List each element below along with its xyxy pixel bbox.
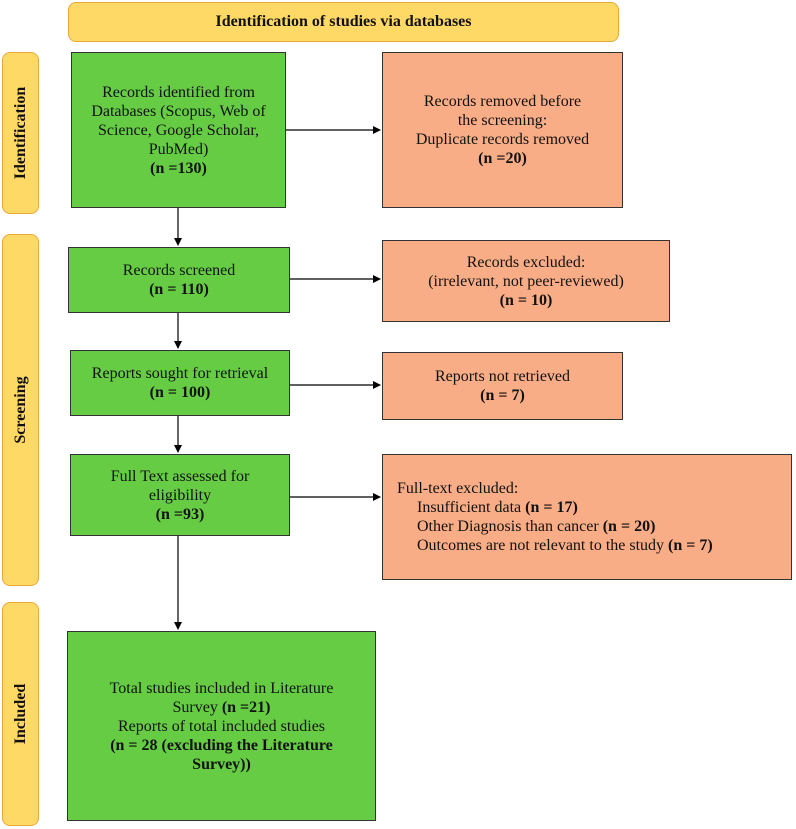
included-studies-box: Total studies included in Literature Sur… bbox=[67, 631, 376, 821]
full-text-assessed-count: (n =93) bbox=[155, 505, 205, 523]
records-screened-label: Records screened bbox=[122, 262, 236, 279]
reports-sought-label: Reports sought for retrieval bbox=[91, 365, 269, 382]
records-removed-box: Records removed before the screening: Du… bbox=[382, 52, 623, 208]
records-removed-line: Duplicate records removed bbox=[415, 131, 590, 148]
records-identified-box: Records identified from Databases (Scopu… bbox=[71, 52, 286, 208]
included-line: Survey)) bbox=[192, 755, 251, 773]
records-excluded-box: Records excluded: (irrelevant, not peer-… bbox=[382, 240, 670, 322]
records-identified-line: Science, Google Scholar, bbox=[97, 121, 260, 139]
reports-not-retrieved-box: Reports not retrieved (n = 7) bbox=[382, 352, 623, 420]
records-removed-line: Records removed before bbox=[423, 93, 582, 110]
header-banner: Identification of studies via databases bbox=[68, 2, 619, 42]
records-identified-count: (n =130) bbox=[150, 159, 207, 177]
records-screened-box: Records screened (n = 110) bbox=[68, 247, 290, 313]
records-identified-line: Databases (Scopus, Web of bbox=[91, 102, 266, 120]
records-removed-count: (n =20) bbox=[478, 150, 527, 167]
exclusion-item: Insufficient data (n = 17) bbox=[417, 499, 578, 516]
full-text-assessed-line: Full Text assessed for bbox=[110, 467, 250, 485]
records-excluded-count: (n = 10) bbox=[499, 291, 553, 309]
reports-not-retrieved-count: (n = 7) bbox=[480, 387, 525, 404]
full-text-excluded-box: Full-text excluded: Insufficient data (n… bbox=[382, 454, 792, 580]
phase-screening: Screening bbox=[2, 234, 39, 586]
records-excluded-line: (irrelevant, not peer-reviewed) bbox=[428, 272, 624, 290]
reports-sought-box: Reports sought for retrieval (n = 100) bbox=[70, 350, 290, 416]
included-line: Reports of total included studies bbox=[117, 717, 326, 735]
records-excluded-line: Records excluded: bbox=[466, 253, 586, 271]
reports-sought-count: (n = 100) bbox=[149, 384, 211, 401]
full-text-excluded-title: Full-text excluded: bbox=[397, 480, 519, 497]
phase-identification: Identification bbox=[2, 52, 39, 214]
records-identified-line: Records identified from bbox=[102, 83, 255, 101]
records-identified-line: PubMed) bbox=[148, 140, 209, 158]
header-title: Identification of studies via databases bbox=[215, 13, 472, 30]
exclusion-item: Outcomes are not relevant to the study (… bbox=[417, 537, 713, 554]
records-removed-line: the screening: bbox=[457, 112, 548, 129]
included-line: Total studies included in Literature bbox=[109, 679, 334, 697]
included-line: (n = 28 (excluding the Literature bbox=[110, 736, 333, 754]
included-line: Survey (n =21) bbox=[172, 698, 271, 716]
full-text-assessed-line: eligibility bbox=[148, 486, 212, 504]
exclusion-item: Other Diagnosis than cancer (n = 20) bbox=[417, 518, 656, 535]
phase-included: Included bbox=[2, 602, 39, 826]
records-screened-count: (n = 110) bbox=[149, 281, 209, 298]
full-text-assessed-box: Full Text assessed for eligibility (n =9… bbox=[70, 454, 290, 536]
reports-not-retrieved-label: Reports not retrieved bbox=[434, 368, 571, 385]
